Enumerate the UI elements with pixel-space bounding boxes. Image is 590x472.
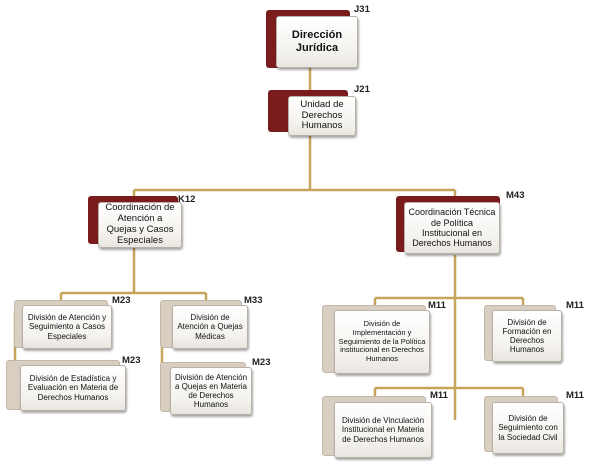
node-code: M23	[252, 357, 271, 368]
node-code: M23	[122, 355, 141, 366]
node-label: División de Seguimiento con la Sociedad …	[498, 414, 558, 442]
node-box: División de Estadística y Evaluación en …	[20, 365, 126, 411]
node-code: M11	[428, 300, 446, 311]
node-label: División de Estadística y Evaluación en …	[27, 374, 119, 402]
node-box: Coordinación Técnica de Política Institu…	[404, 202, 500, 254]
node-div-atencion-quejas[interactable]: División de Atención a Quejas en Materia…	[160, 357, 270, 418]
node-label: División de Vinculación Institucional en…	[341, 416, 425, 444]
node-label: División de Formación en Derechos Humano…	[502, 317, 552, 355]
node-box: Coordinación de Atención a Quejas y Caso…	[98, 202, 182, 248]
node-box: División de Formación en Derechos Humano…	[492, 310, 562, 362]
node-label: Coordinación Técnica de Política Institu…	[408, 207, 496, 249]
node-label: División de Implementación y Seguimiento…	[338, 319, 426, 363]
node-label: Dirección Jurídica	[291, 29, 343, 54]
node-label: División de Atención y Seguimiento a Cas…	[27, 313, 107, 341]
node-code: M11	[430, 390, 448, 401]
node-div-quejas-medicas[interactable]: División de Atención a Quejas Médicas M3…	[160, 295, 264, 352]
node-code: M43	[506, 190, 525, 201]
node-div-atencion-casos[interactable]: División de Atención y Seguimiento a Cas…	[14, 295, 130, 352]
node-box: Unidad de Derechos Humanos	[288, 96, 356, 136]
node-label: Unidad de Derechos Humanos	[300, 98, 344, 132]
node-div-vinculacion[interactable]: División de Vinculación Institucional en…	[322, 390, 450, 462]
node-code: J31	[354, 4, 370, 15]
node-box: División de Implementación y Seguimiento…	[334, 310, 430, 374]
node-box: División de Atención y Seguimiento a Cas…	[22, 305, 112, 349]
node-code: M23	[112, 295, 131, 306]
node-label: División de Atención a Quejas en Materia…	[174, 372, 248, 410]
node-div-implementacion[interactable]: División de Implementación y Seguimiento…	[322, 300, 450, 377]
node-code: M11	[566, 390, 584, 401]
node-unidad-derechos-humanos[interactable]: Unidad de Derechos Humanos J21	[268, 84, 370, 136]
node-coordinacion-quejas[interactable]: Coordinación de Atención a Quejas y Caso…	[88, 194, 195, 248]
node-label: Coordinación de Atención a Quejas y Caso…	[105, 202, 175, 246]
node-label: División de Atención a Quejas Médicas	[177, 313, 243, 341]
node-box: División de Seguimiento con la Sociedad …	[492, 402, 564, 454]
node-direccion-juridica[interactable]: Dirección Jurídica J31	[266, 4, 370, 70]
node-box: División de Atención a Quejas Médicas	[172, 305, 248, 349]
node-code: M33	[244, 295, 263, 306]
node-code: M11	[566, 300, 584, 311]
node-div-estadistica[interactable]: División de Estadística y Evaluación en …	[6, 355, 140, 414]
node-code: J21	[354, 84, 370, 95]
node-div-seguimiento-sociedad[interactable]: División de Seguimiento con la Sociedad …	[484, 390, 588, 458]
node-code: K12	[178, 194, 196, 205]
node-coordinacion-tecnica[interactable]: Coordinación Técnica de Política Institu…	[396, 190, 524, 258]
node-box: Dirección Jurídica	[276, 16, 358, 68]
node-box: División de Atención a Quejas en Materia…	[170, 367, 252, 415]
node-box: División de Vinculación Institucional en…	[334, 402, 432, 458]
node-div-formacion[interactable]: División de Formación en Derechos Humano…	[484, 300, 588, 365]
